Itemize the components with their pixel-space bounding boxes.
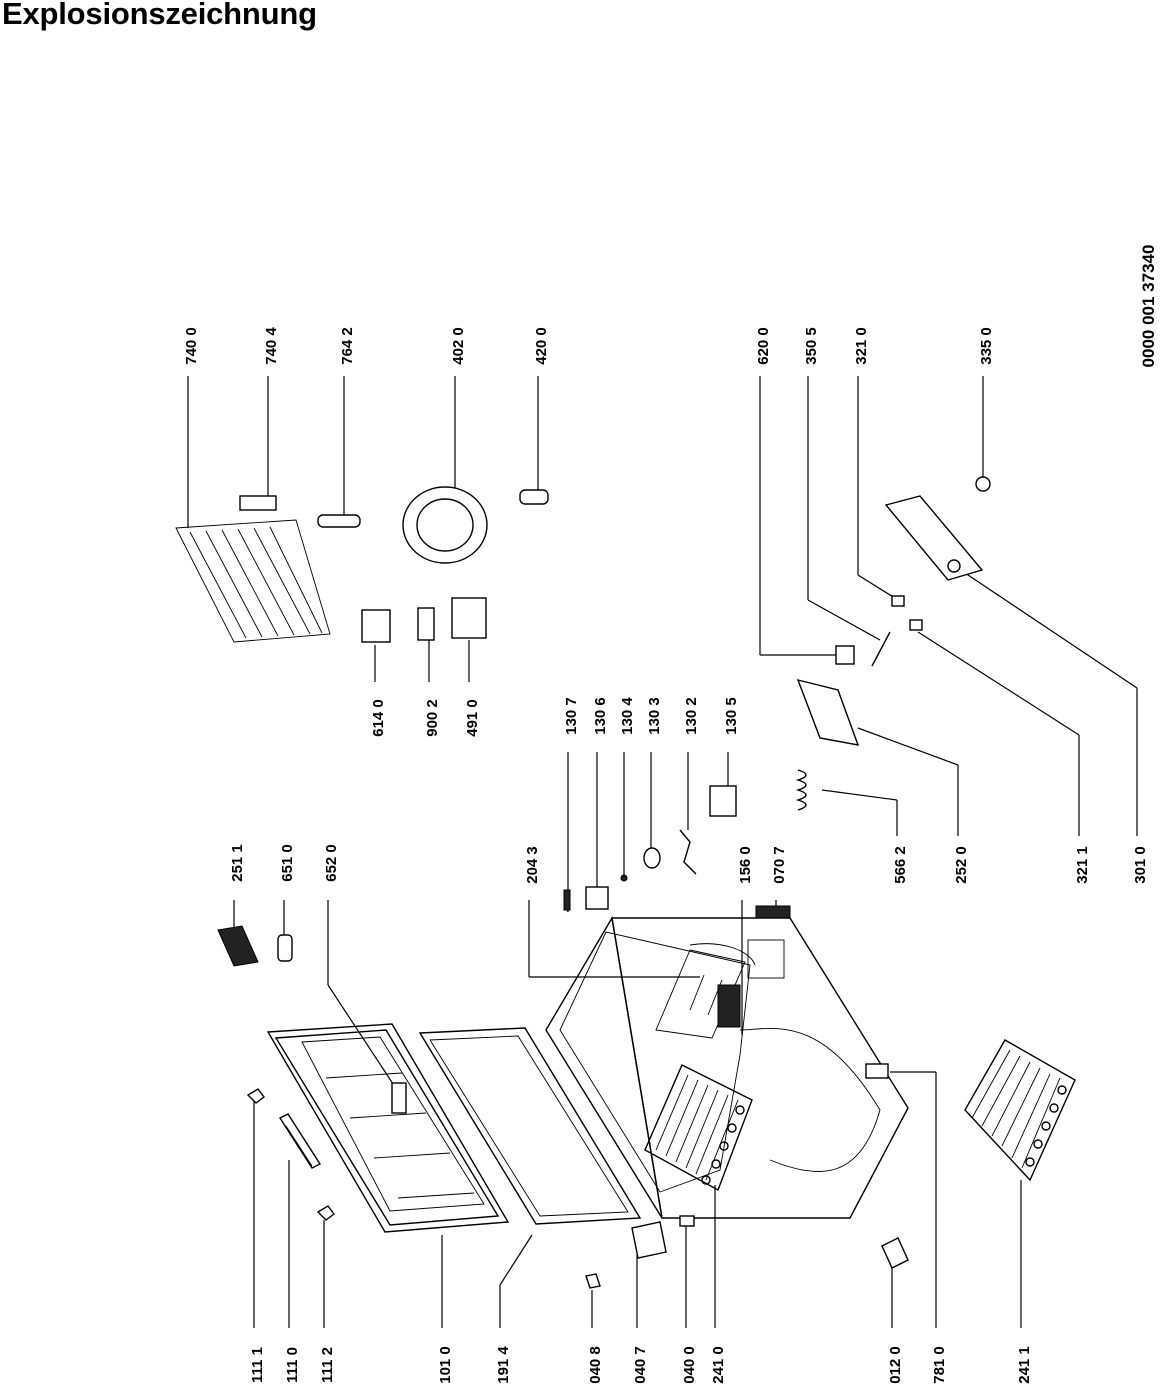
basket-241-0 (644, 1064, 753, 1192)
label-651-0: 651 0 (279, 844, 296, 882)
hinge-111-2 (316, 1205, 335, 1221)
part-130-6 (585, 886, 609, 910)
part-620-0 (835, 645, 855, 665)
cover-491-0 (451, 597, 487, 639)
capacitor-420-0 (519, 489, 549, 505)
label-241-0: 241 0 (710, 1346, 727, 1384)
lid-101-0 (266, 1023, 510, 1233)
relay-614-0 (361, 609, 391, 643)
label-111-1: 111 1 (249, 1347, 266, 1383)
cover-251-1 (217, 925, 259, 967)
part-350-5 (871, 631, 891, 667)
label-321-0: 321 0 (853, 327, 870, 365)
compressor-402-0 (402, 486, 488, 564)
hinge-040-7 (631, 1221, 667, 1259)
protector-900-2 (417, 607, 435, 641)
part-321-0 (891, 595, 905, 607)
part-130-3 (643, 847, 661, 869)
label-130-5: 130 5 (723, 697, 740, 735)
part-130-2 (679, 829, 697, 875)
label-156-0: 156 0 (737, 846, 754, 884)
label-301-0: 301 0 (1132, 846, 1149, 884)
panel-301-0 (884, 495, 984, 581)
cabinet-body (545, 915, 909, 1219)
part-130-4 (620, 874, 628, 882)
label-350-5: 350 5 (803, 327, 820, 365)
label-764-2: 764 2 (339, 327, 356, 365)
part-130-7 (563, 889, 571, 911)
label-130-7: 130 7 (563, 697, 580, 735)
gasket-191-4 (418, 1027, 642, 1225)
grille-070-7 (755, 905, 791, 919)
label-781-0: 781 0 (931, 1346, 948, 1384)
label-012-0: 012 0 (887, 1346, 904, 1384)
condenser-740-0 (175, 519, 331, 643)
label-040-8: 040 8 (587, 1346, 604, 1384)
lamp-651-0 (277, 934, 293, 962)
basket-241-1 (964, 1039, 1076, 1182)
label-070-7: 070 7 (771, 846, 788, 884)
label-111-2: 111 2 (319, 1347, 336, 1383)
label-130-2: 130 2 (683, 697, 700, 735)
hinge-040-0 (679, 1215, 695, 1227)
label-740-4: 740 4 (263, 327, 280, 365)
label-420-0: 420 0 (533, 327, 550, 365)
label-130-3: 130 3 (646, 697, 663, 735)
leader-lines (187, 376, 1138, 1328)
hinge-040-8 (585, 1273, 601, 1289)
label-402-0: 402 0 (450, 327, 467, 365)
part-labels: 111 1 111 0 111 2 101 0 191 4 040 8 040 … (183, 327, 1149, 1384)
label-111-0: 111 0 (284, 1347, 301, 1383)
hinge-111-1 (246, 1088, 265, 1104)
label-101-0: 101 0 (437, 1346, 454, 1384)
label-040-7: 040 7 (632, 1346, 649, 1384)
document-number: 0000 001 37340 (1139, 245, 1158, 368)
label-130-4: 130 4 (619, 697, 636, 735)
label-040-0: 040 0 (681, 1346, 698, 1384)
label-251-1: 251 1 (229, 844, 246, 882)
label-614-0: 614 0 (370, 699, 387, 737)
part-130-5 (709, 785, 737, 817)
label-652-0: 652 0 (323, 844, 340, 882)
label-740-0: 740 0 (183, 327, 200, 365)
page-title: Explosionszeichnung (2, 0, 317, 31)
label-566-2: 566 2 (892, 846, 909, 884)
bracket-252-0 (796, 678, 860, 746)
drier-764-2 (317, 514, 361, 528)
label-241-1: 241 1 (1016, 1346, 1033, 1384)
handle-111-0 (278, 1113, 322, 1169)
label-900-2: 900 2 (424, 699, 441, 737)
label-130-6: 130 6 (592, 697, 609, 735)
label-335-0: 335 0 (978, 327, 995, 365)
hinge-012-0 (881, 1237, 909, 1269)
label-252-0: 252 0 (953, 846, 970, 884)
label-191-4: 191 4 (495, 1346, 512, 1384)
label-321-1: 321 1 (1074, 846, 1091, 884)
spring-566-2 (795, 769, 807, 811)
label-491-0: 491 0 (464, 699, 481, 737)
part-321-1 (909, 619, 923, 631)
knob-335-0 (975, 476, 991, 492)
bracket-740-4 (239, 495, 277, 511)
label-204-3: 204 3 (524, 846, 541, 884)
label-620-0: 620 0 (755, 327, 772, 365)
